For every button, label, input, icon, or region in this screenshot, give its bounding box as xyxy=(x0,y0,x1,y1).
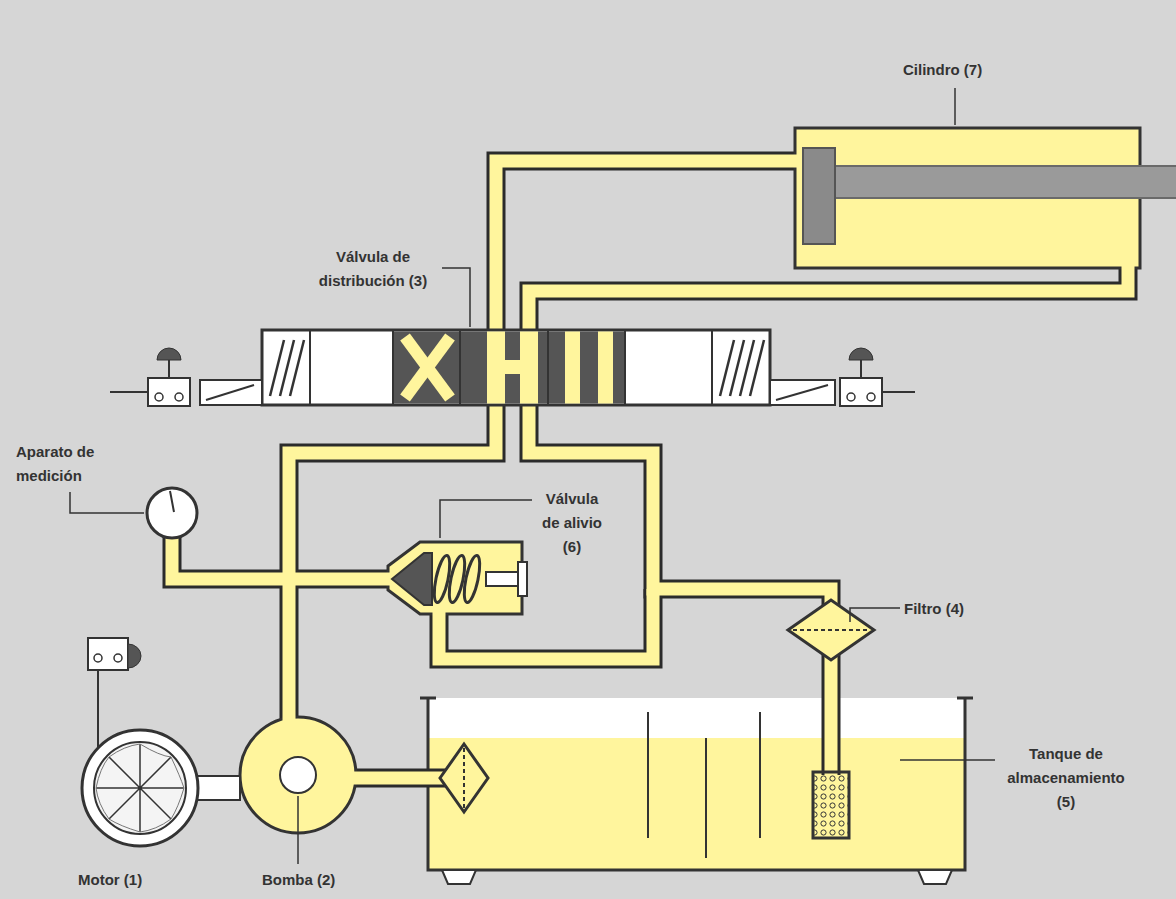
filter-symbol xyxy=(788,600,874,660)
part-label: Aparato de medición xyxy=(16,440,128,488)
part-label: Cilindro (7) xyxy=(903,58,1063,82)
part-label: Bomba (2) xyxy=(262,868,372,892)
electric-motor xyxy=(82,638,240,846)
pump-rotor xyxy=(280,757,316,793)
part-label: Tanque de almacenamiento (5) xyxy=(1000,742,1132,814)
storage-tank xyxy=(420,698,973,884)
pressure-gauge xyxy=(147,488,197,538)
suction-strainer xyxy=(440,744,488,812)
piston-rod xyxy=(803,148,1176,244)
pipe-fluid xyxy=(172,161,1128,778)
part-label: Válvula de alivio (6) xyxy=(535,487,609,559)
part-label: Filtro (4) xyxy=(904,597,1014,621)
relief-valve-internals xyxy=(392,553,527,605)
relief-valve-body xyxy=(388,542,522,614)
part-label: Motor (1) xyxy=(78,868,188,892)
directional-valve xyxy=(110,330,915,406)
part-label: Válvula de distribución (3) xyxy=(308,245,438,293)
leader-line xyxy=(70,88,995,864)
return-strainer xyxy=(813,772,849,838)
